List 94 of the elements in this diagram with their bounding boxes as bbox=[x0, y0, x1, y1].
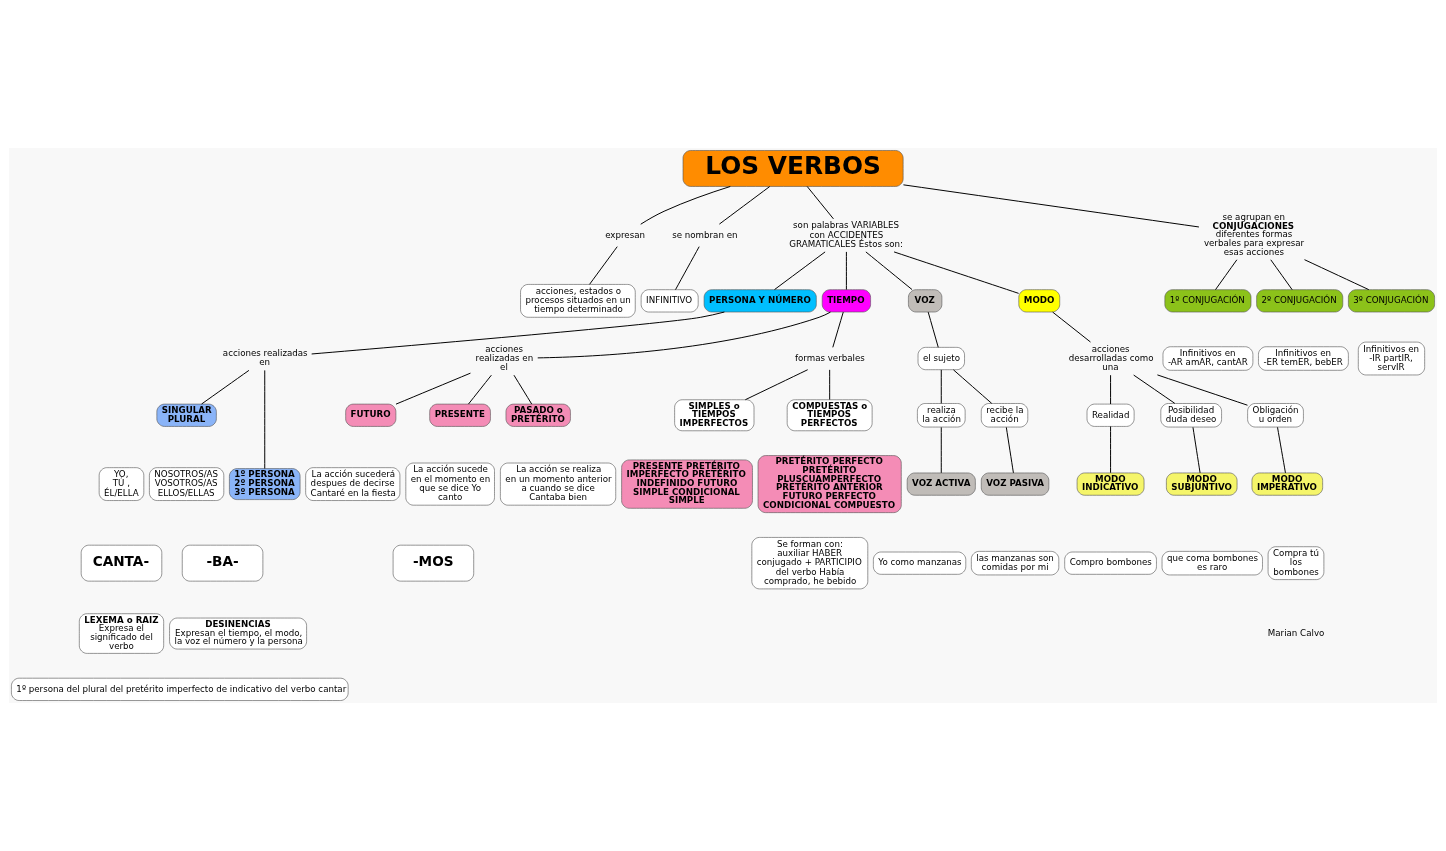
node-box: LOS VERBOS bbox=[682, 150, 904, 187]
node-box: MODO IMPERATIVO bbox=[1251, 472, 1323, 496]
node-box: el sujeto bbox=[917, 347, 965, 370]
connector bbox=[1110, 374, 1112, 405]
node-box: que coma bombones es raro bbox=[1161, 551, 1263, 576]
node-box: 1º CONJUGACIÓN bbox=[1164, 289, 1252, 313]
node-box: Compro bombones bbox=[1064, 551, 1157, 575]
connector bbox=[1277, 426, 1286, 474]
connector bbox=[1005, 426, 1014, 474]
node-box: Infinitivos en -AR amAR, cantAR bbox=[1162, 346, 1254, 371]
connector bbox=[902, 184, 1200, 228]
node-box: TIEMPO bbox=[821, 289, 871, 313]
node-box: YO, TÚ , ÉL/ELLA bbox=[98, 467, 145, 501]
node-box: Realidad bbox=[1086, 403, 1135, 427]
node-box: realiza la acción bbox=[917, 403, 966, 428]
connector bbox=[1110, 425, 1112, 474]
connector bbox=[940, 369, 942, 404]
connector bbox=[832, 311, 844, 348]
node-box: CANTA- bbox=[80, 544, 163, 582]
connector bbox=[201, 369, 250, 405]
node-text: se agrupan en CONJUGACIONES diferentes formas verbales para expresar esas acciones bbox=[1203, 212, 1305, 257]
connector bbox=[893, 251, 1020, 294]
node-box: PRESENTE bbox=[429, 403, 491, 427]
connector bbox=[1192, 426, 1201, 474]
node-box: VOZ bbox=[908, 289, 943, 313]
node-box: PERSONA Y NÚMERO bbox=[703, 289, 817, 313]
connector bbox=[395, 372, 471, 405]
node-box: Se forman con: auxiliar HABER conjugado + PARTICIPIO del verbo Había comprado, he bebido bbox=[751, 537, 869, 590]
node-box: 3º CONJUGACIÓN bbox=[1348, 289, 1435, 313]
node-box: Yo como manzanas bbox=[873, 551, 967, 575]
connector bbox=[940, 426, 942, 474]
connector bbox=[845, 251, 847, 291]
connector bbox=[640, 185, 731, 225]
connector bbox=[865, 251, 913, 291]
connector bbox=[675, 246, 700, 291]
node-box: 2º CONJUGACIÓN bbox=[1256, 289, 1344, 313]
connector bbox=[1156, 374, 1248, 406]
connector bbox=[774, 251, 826, 291]
node-box: LEXEMA o RAIZ Expresa el significado del verbo bbox=[79, 613, 164, 654]
node-box: NOSOTROS/AS VOSOTROS/AS ELLOS/ELLAS bbox=[149, 467, 225, 501]
node-text: acciones realizadas en bbox=[222, 348, 308, 368]
node-box: INFINITIVO bbox=[640, 289, 699, 313]
node-box: las manzanas son comidas por mi bbox=[971, 551, 1060, 576]
node-box: PASADO o PRETÉRITO bbox=[505, 403, 571, 427]
connector bbox=[1133, 374, 1176, 404]
connector bbox=[1214, 259, 1238, 291]
node-box: Posibilidad duda deseo bbox=[1160, 403, 1222, 428]
node-box: La acción sucederá despues de decirse Cantaré en la fiesta bbox=[305, 467, 401, 501]
node-box: recibe la acción bbox=[980, 403, 1029, 428]
node-box: La acción se realiza en un momento anterior a cuando se dice Cantaba bien bbox=[500, 462, 617, 506]
connector bbox=[264, 369, 266, 470]
node-box: Infinitivos en -ER temER, bebER bbox=[1258, 346, 1349, 371]
connector bbox=[718, 186, 771, 225]
node-text: acciones realizadas en el bbox=[475, 343, 534, 373]
connector bbox=[311, 311, 725, 355]
node-box: PRETÉRITO PERFECTO PRETÉRITO PLUSCUAMPERFECTO PRETÉRITO ANTERIOR FUTURO PERFECTO CONDICIONAL COMPUESTO bbox=[757, 455, 902, 513]
connector bbox=[1304, 259, 1370, 291]
connector bbox=[589, 246, 618, 285]
connector bbox=[467, 374, 492, 405]
node-box: DESINENCIAS Expresan el tiempo, el modo, la voz el número y la persona bbox=[169, 617, 307, 650]
node-box: -MOS bbox=[392, 544, 475, 582]
connector bbox=[1270, 259, 1293, 291]
connector bbox=[744, 369, 809, 401]
node-box: SINGULAR PLURAL bbox=[156, 403, 217, 427]
node-box: La acción sucede en el momento en que se dice Yo canto bbox=[405, 462, 495, 506]
node-box: acciones, estados o procesos situados en un tiempo determinado bbox=[520, 284, 636, 318]
node-text: son palabras VARIABLES con ACCIDENTES GRAMATICALES Éstos son: bbox=[789, 220, 904, 250]
node-box: SIMPLES o TIEMPOS IMPERFECTOS bbox=[674, 399, 755, 432]
node-box: Infinitivos en -IR partIR, servIR bbox=[1358, 341, 1425, 376]
connector bbox=[806, 186, 834, 220]
connector bbox=[953, 369, 993, 404]
node-box: VOZ PASIVA bbox=[980, 472, 1050, 496]
connector bbox=[513, 374, 533, 405]
node-box: 1º persona del plural del pretérito imperfecto de indicativo del verbo cantar bbox=[11, 677, 349, 701]
connector bbox=[829, 369, 831, 401]
connector bbox=[927, 311, 939, 348]
node-box: VOZ ACTIVA bbox=[906, 472, 976, 496]
node-box: MODO bbox=[1018, 289, 1061, 313]
node-box: MODO INDICATIVO bbox=[1076, 472, 1145, 496]
node-text: expresan bbox=[605, 229, 646, 240]
node-box: COMPUESTAS o TIEMPOS PERFECTOS bbox=[786, 399, 873, 432]
node-box: Obligación u orden bbox=[1247, 403, 1304, 428]
node-box: FUTURO bbox=[345, 403, 397, 427]
node-box: PRESENTE PRETÉRITO IMPERFECTO PRETÉRITO INDEFINIDO FUTURO SIMPLE CONDICIONAL SIMPLE bbox=[621, 459, 753, 509]
node-text: se nombran en bbox=[672, 229, 738, 240]
label: Marian Calvo bbox=[1267, 627, 1325, 638]
node-box: 1º PERSONA 2º PERSONA 3º PERSONA bbox=[229, 468, 301, 500]
node-box: -BA- bbox=[181, 544, 264, 582]
connector bbox=[1052, 311, 1091, 343]
node-text: formas verbales bbox=[794, 352, 865, 363]
connector bbox=[537, 311, 831, 359]
node-text: acciones desarrolladas como una bbox=[1068, 343, 1154, 373]
node-box: MODO SUBJUNTIVO bbox=[1166, 472, 1238, 496]
node-box: Compra tú los bombones bbox=[1267, 546, 1325, 580]
